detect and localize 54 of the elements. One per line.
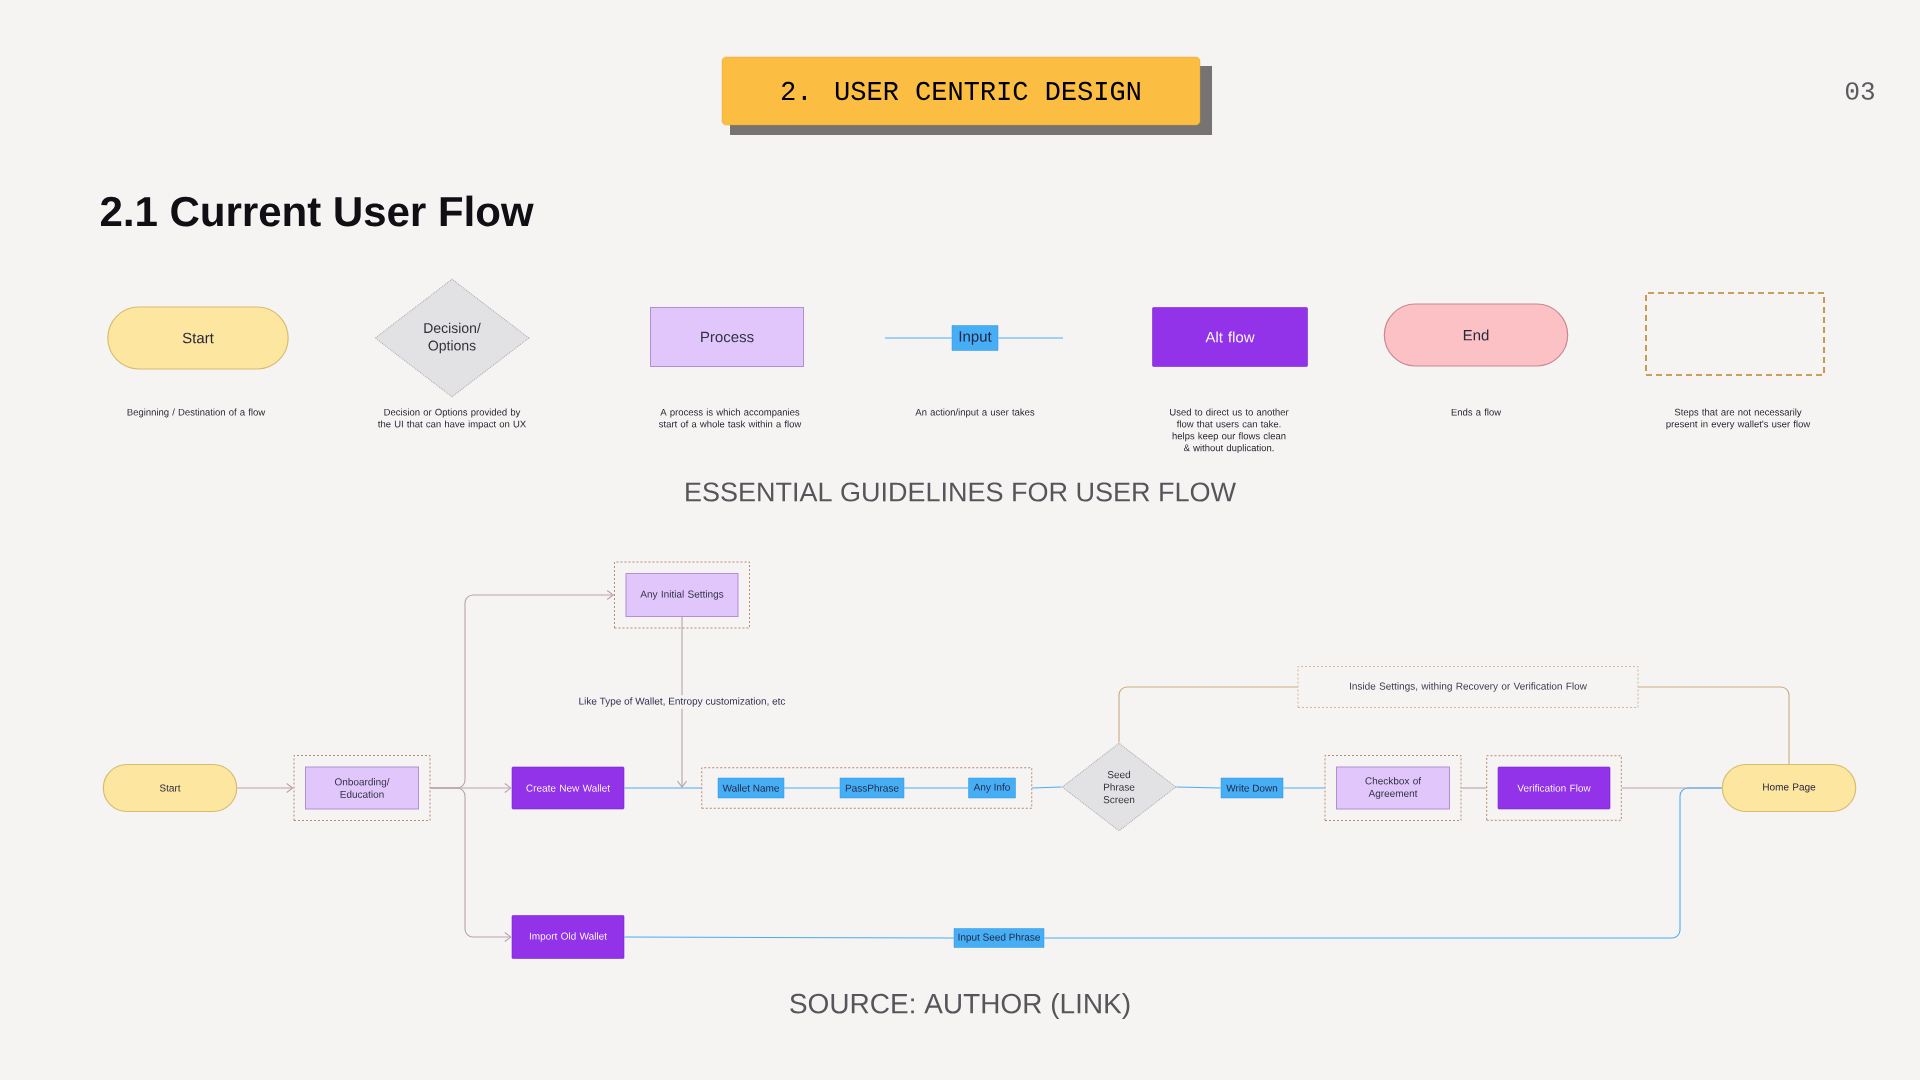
start-end-pill: Home Page <box>1721 763 1857 813</box>
connector <box>1175 786 1222 789</box>
start-end-pill: Start <box>102 763 238 813</box>
end-pill: End <box>1383 303 1569 367</box>
source-caption: SOURCE: AUTHOR (LINK) <box>790 993 1130 1020</box>
connector <box>1637 686 1790 765</box>
alt-flow-box: Import Old Wallet <box>511 915 625 959</box>
input-box: Input <box>951 325 999 351</box>
optional-step-box <box>1645 292 1825 376</box>
shape-description: Beginning / Destination of a flow <box>127 408 266 418</box>
shape-description: Decision or Options provided by the UI that can have impact on UX <box>377 408 526 430</box>
shape-description: Ends a flow <box>1451 408 1502 416</box>
connector <box>903 787 969 789</box>
section-badge: 2. USER CENTRIC DESIGN <box>721 56 1212 135</box>
alt-flow-box: Verification Flow <box>1497 766 1611 810</box>
input-box: Wallet Name <box>717 777 785 799</box>
connector <box>676 616 688 788</box>
shape-description: Used to direct us to another flow that users can take. helps keep our flows clean & without duplication. <box>1170 408 1289 454</box>
process-box: Checkbox of Agreement <box>1336 766 1450 810</box>
connector <box>623 936 955 939</box>
connector <box>1118 686 1299 744</box>
connector <box>623 787 702 789</box>
connector <box>783 787 841 789</box>
optional-step-box <box>1486 755 1622 821</box>
optional-step-box <box>293 755 431 821</box>
shape-description: A process is which accompanies start of a whole task within a flow <box>659 408 802 428</box>
alt-flow-box: Create New Wallet <box>511 766 625 810</box>
connector <box>1460 787 1487 789</box>
connector <box>429 787 512 943</box>
page-title: 2.1 Current User Flow <box>101 195 534 227</box>
connector <box>997 337 1064 339</box>
optional-step-box <box>614 561 750 629</box>
connector <box>1043 787 1723 939</box>
section-heading: ESSENTIAL GUIDELINES FOR USER FLOW <box>686 482 1236 502</box>
process-box: Onboarding/ Education <box>305 766 419 810</box>
input-box: Write Down <box>1220 777 1284 799</box>
connector <box>1031 786 1063 789</box>
optional-step-box: Inside Settings, withing Recovery or Verification Flow <box>1297 666 1639 708</box>
input-box: PassPhrase <box>839 777 905 799</box>
process-box: Any Initial Settings <box>625 573 739 617</box>
connector <box>236 782 294 794</box>
connector <box>884 337 953 339</box>
input-box: Any Info <box>968 777 1016 799</box>
process-box: Process <box>650 307 804 367</box>
shape-description: Steps that are not necessarily present in every wallet's user flow <box>1666 408 1811 430</box>
input-box: Input Seed Phrase <box>953 928 1045 948</box>
alt-flow-box: Alt flow <box>1152 307 1308 367</box>
page-number: 03 <box>1846 82 1874 100</box>
start-end-pill: Start <box>107 306 289 370</box>
shape-description: An action/input a user takes <box>915 408 1035 418</box>
optional-step-box <box>1324 755 1462 821</box>
edge-label: Like Type of Wallet, Entropy customization, etc <box>576 695 788 709</box>
optional-step-box <box>701 767 1033 809</box>
connector <box>1282 787 1326 789</box>
